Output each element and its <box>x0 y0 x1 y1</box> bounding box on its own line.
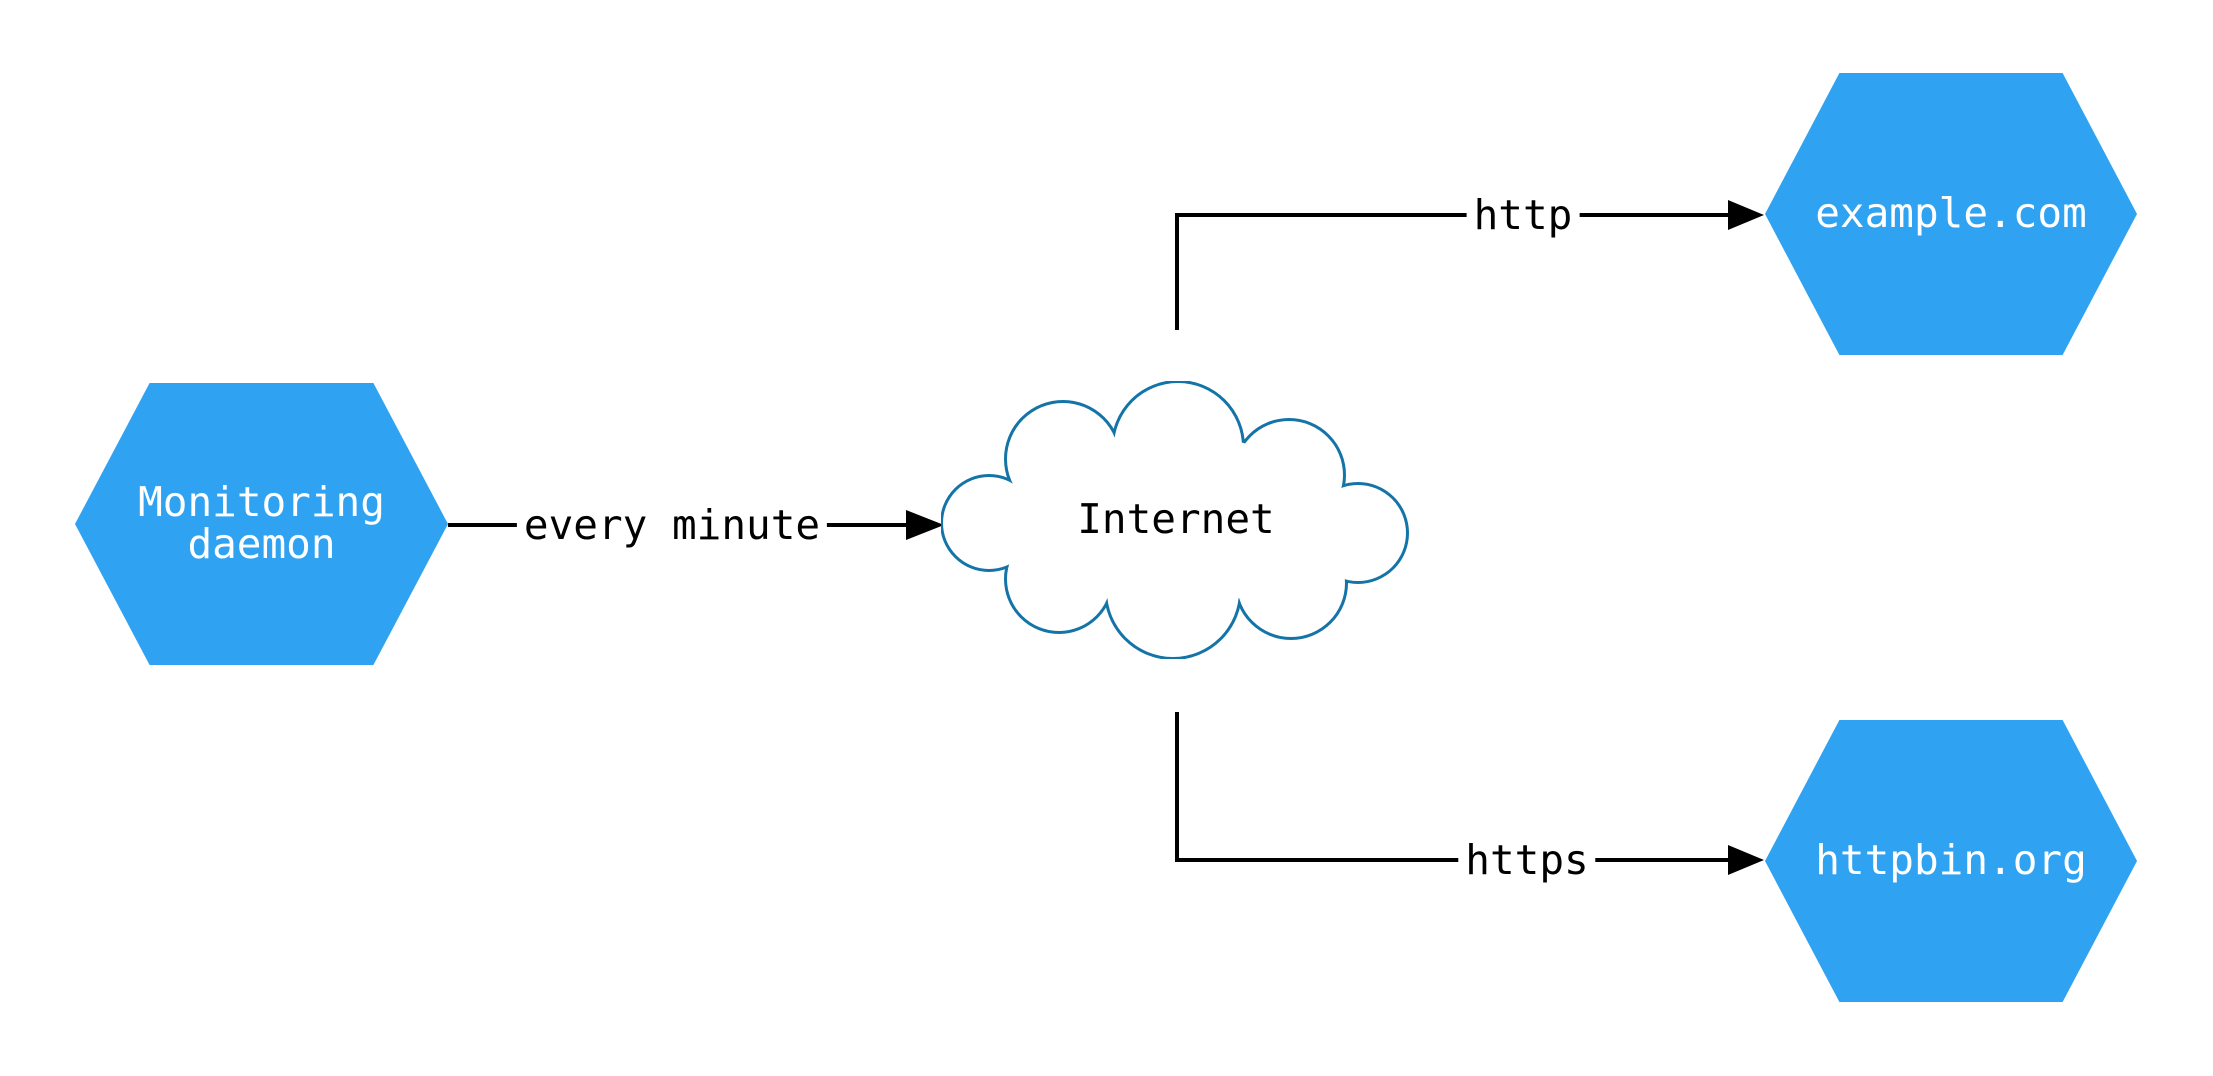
edge-label-every-minute: every minute <box>516 501 828 549</box>
node-internet: Internet <box>941 381 1411 659</box>
cloud-shape <box>941 381 1411 659</box>
node-httpbin-org: httpbin.org <box>1765 720 2137 1002</box>
node-label: example.com <box>1815 189 2087 238</box>
node-label: Monitoring daemon <box>138 478 385 568</box>
edge-label-https: https <box>1458 836 1596 884</box>
arrowhead-icon <box>906 510 944 540</box>
arrowhead-icon <box>1728 845 1764 875</box>
edge-internet-to-httpbin <box>1175 712 1730 862</box>
arrowhead-icon <box>1728 200 1764 230</box>
node-example-com: example.com <box>1765 73 2137 355</box>
edge-label-http: http <box>1466 191 1580 239</box>
node-monitoring-daemon: Monitoring daemon <box>75 383 448 665</box>
edge-internet-to-example <box>1175 213 1730 330</box>
node-label: Internet <box>1077 495 1275 544</box>
node-label: httpbin.org <box>1815 836 2087 885</box>
